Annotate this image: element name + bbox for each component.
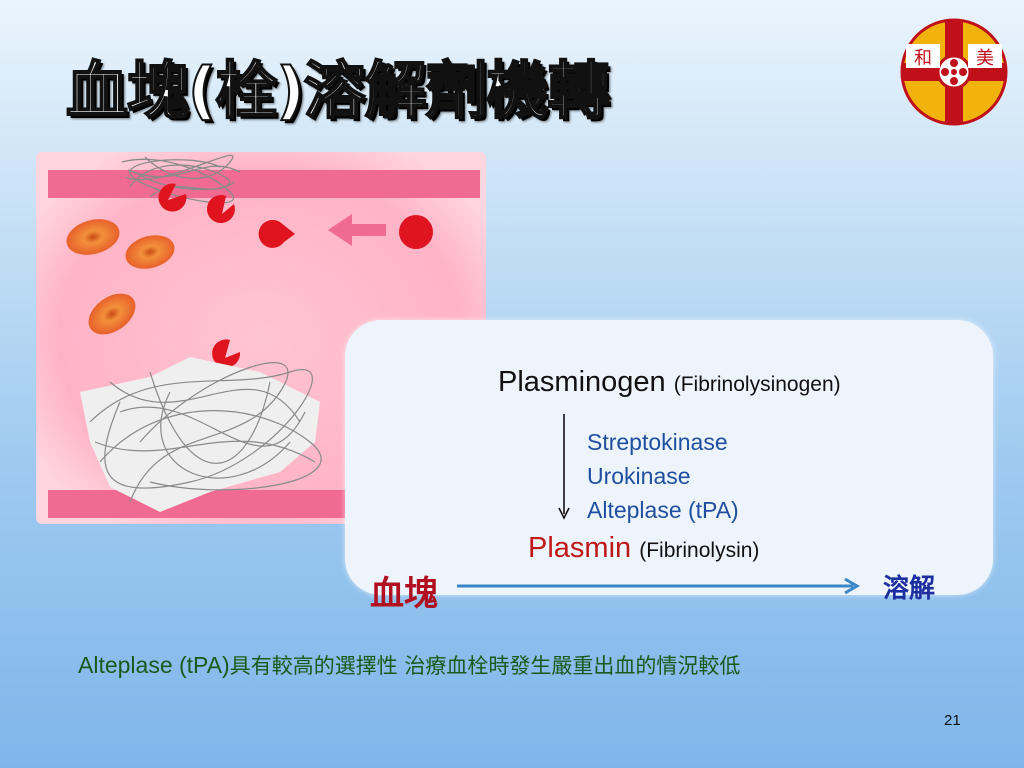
page-number: 21 [944, 712, 961, 729]
plasmin-text: Plasmin [528, 532, 632, 564]
mechanism-panel [345, 320, 993, 595]
lysis-arrow [457, 577, 860, 595]
activation-arrow [328, 214, 386, 246]
logo-left-char: 和 [914, 48, 932, 69]
logo-right-char: 美 [976, 48, 994, 69]
activator-alteplase: Alteplase (tPA) [587, 497, 739, 523]
caption-text: 具有較高的選擇性 治療血栓時發生嚴重出血的情況較低 [229, 654, 741, 678]
plasminogen-label: Plasminogen (Fibrinolysinogen) [498, 366, 841, 399]
activator-urokinase: Urokinase [587, 463, 691, 489]
clot-label: 血塊 [370, 574, 438, 614]
hospital-logo: 和 美 [900, 18, 1008, 126]
plasmin-label: Plasmin (Fibrinolysin) [528, 532, 759, 565]
caption: Alteplase (tPA)具有較高的選擇性 治療血栓時發生嚴重出血的情況較低 [78, 650, 740, 680]
fibrin-clot-bottom [80, 357, 322, 512]
plasminogen-text: Plasminogen [498, 366, 666, 398]
activator-streptokinase: Streptokinase [587, 429, 728, 455]
red-blood-cells [66, 219, 175, 335]
activator-list: Streptokinase Urokinase Alteplase (tPA) [587, 425, 739, 527]
conversion-arrow [558, 414, 570, 520]
plasminogen-alt-name: (Fibrinolysinogen) [673, 373, 841, 396]
vessel-wall-top [48, 170, 480, 198]
lysis-label: 溶解 [883, 574, 936, 604]
slide-title: 血塊(栓)溶解劑機轉 [65, 53, 611, 128]
plasmin-alt-name: (Fibrinolysin) [639, 539, 760, 562]
plasminogen-dot [399, 215, 433, 249]
caption-prefix: Alteplase (tPA) [78, 652, 230, 678]
